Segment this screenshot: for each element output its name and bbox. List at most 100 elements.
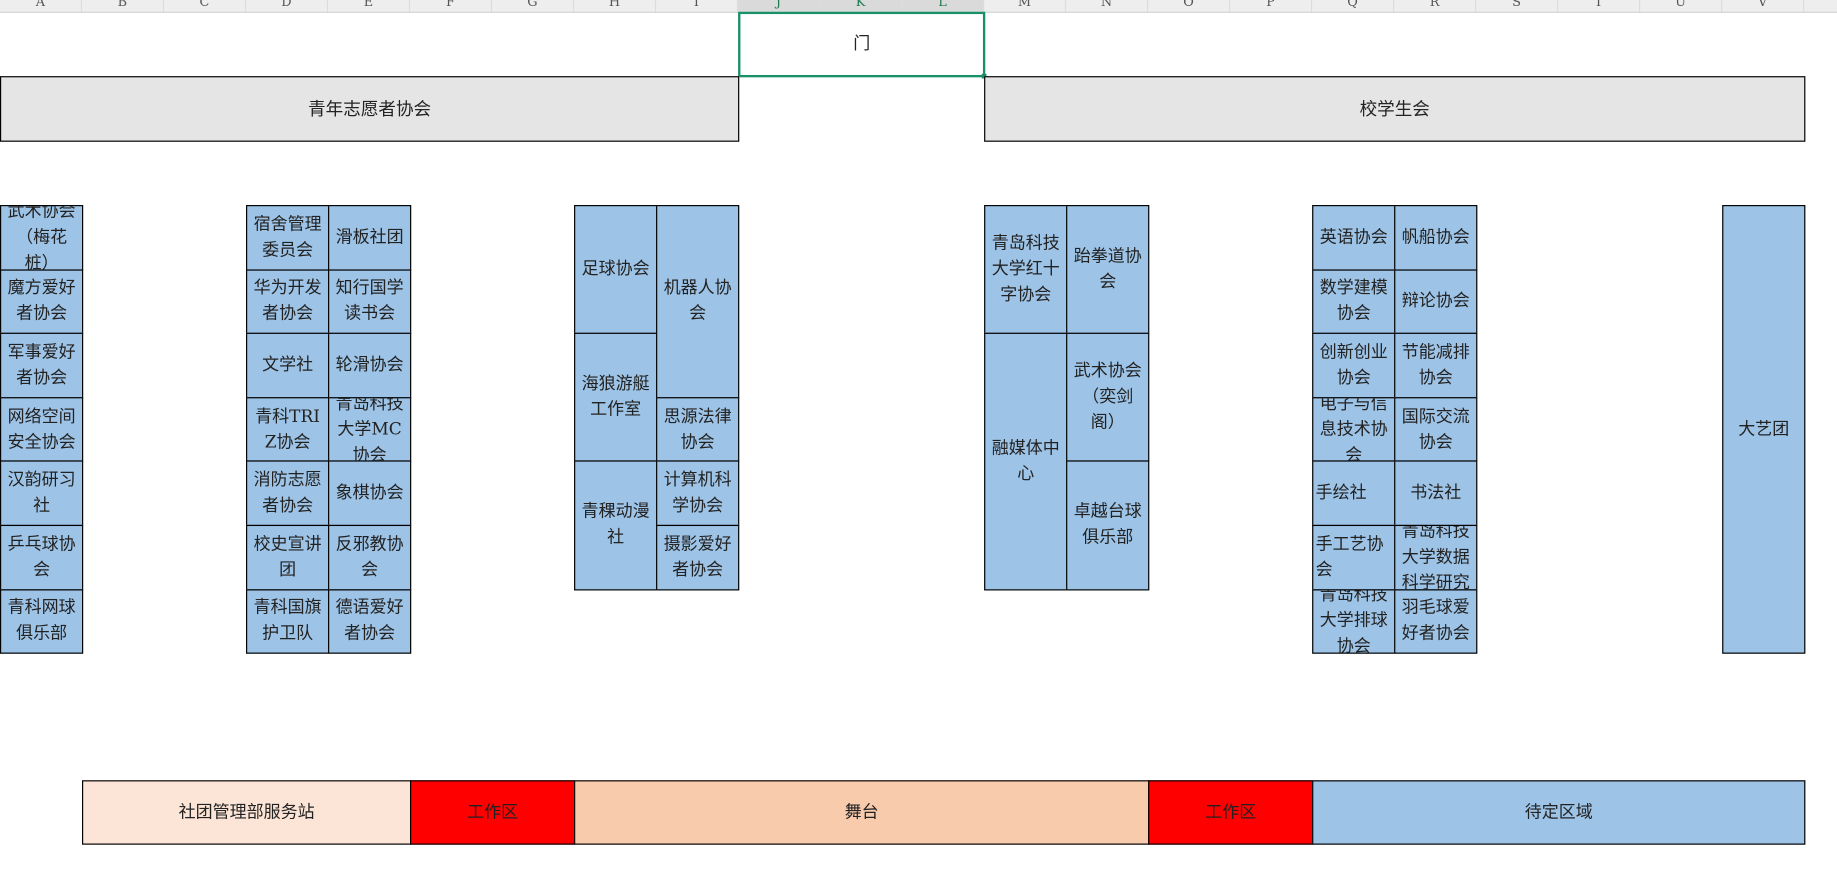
club-cell[interactable]: 机器人协会 [656, 205, 740, 399]
cell-text: 卓越台球俱乐部 [1073, 503, 1142, 548]
club-cell[interactable]: 武术协会（奕剑阁） [1066, 332, 1150, 463]
cell-text: 青科国旗护卫队 [253, 599, 322, 644]
club-cell[interactable]: 汉韵研习社 [0, 460, 84, 527]
club-cell[interactable]: 手工艺协会 [1312, 524, 1396, 590]
column-header-o[interactable]: O [1148, 0, 1231, 12]
club-cell[interactable]: 魔方爱好者协会 [0, 268, 84, 335]
club-cell[interactable]: 滑板社团 [328, 205, 412, 271]
club-cell[interactable]: 文学社 [246, 332, 330, 399]
service-station-cell[interactable]: 社团管理部服务站 [82, 780, 412, 845]
club-cell[interactable]: 书法社 [1394, 460, 1478, 527]
club-cell[interactable]: 足球协会 [574, 205, 658, 335]
column-header-t[interactable]: T [1558, 0, 1641, 12]
column-header-q[interactable]: Q [1312, 0, 1395, 12]
club-cell[interactable]: 军事爱好者协会 [0, 332, 84, 399]
column-header-d[interactable]: D [246, 0, 329, 12]
column-header-h[interactable]: H [574, 0, 657, 12]
club-cell[interactable]: 消防志愿者协会 [246, 460, 330, 527]
cell-text: 青岛科技大学红十字协会 [991, 234, 1060, 305]
club-cell[interactable]: 电子与信息技术协会 [1312, 396, 1396, 463]
club-cell[interactable]: 创新创业协会 [1312, 332, 1396, 399]
banner-student-union[interactable]: 校学生会 [984, 76, 1806, 142]
door-cell[interactable]: 门 [738, 11, 987, 79]
club-cell[interactable]: 德语爱好者协会 [328, 588, 412, 654]
club-cell[interactable]: 校史宣讲团 [246, 524, 330, 590]
club-cell[interactable]: 青稞动漫社 [574, 460, 658, 590]
cell-text: 汉韵研习社 [7, 471, 76, 516]
club-cell[interactable]: 乒乓球协会 [0, 524, 84, 590]
club-cell[interactable]: 国际交流协会 [1394, 396, 1478, 463]
club-cell[interactable]: 青科网球俱乐部 [0, 588, 84, 654]
column-header-j[interactable]: J [738, 0, 821, 12]
work-area-cell[interactable]: 工作区 [410, 780, 576, 845]
club-cell[interactable]: 数学建模协会 [1312, 268, 1396, 335]
club-cell[interactable]: 轮滑协会 [328, 332, 412, 399]
column-header-u[interactable]: U [1640, 0, 1723, 12]
cell-text: 手绘社 [1315, 484, 1367, 503]
club-cell[interactable]: 知行国学读书会 [328, 268, 412, 335]
club-cell[interactable]: 青岛科技大学排球协会 [1312, 588, 1396, 654]
column-header-s[interactable]: S [1476, 0, 1559, 12]
cell-text: 舞台 [844, 803, 879, 822]
club-cell[interactable]: 象棋协会 [328, 460, 412, 527]
club-cell[interactable]: 思源法律协会 [656, 396, 740, 463]
club-cell[interactable]: 手绘社 [1312, 460, 1396, 527]
column-header-k[interactable]: K [820, 0, 903, 12]
column-header-c[interactable]: C [164, 0, 247, 12]
club-cell[interactable]: 青岛科技大学MC协会 [328, 396, 412, 463]
club-cell[interactable]: 帆船协会 [1394, 205, 1478, 271]
column-header-a[interactable]: A [0, 0, 83, 12]
club-cell[interactable]: 跆拳道协会 [1066, 205, 1150, 335]
column-header-m[interactable]: M [984, 0, 1067, 12]
cell-text: 海狼游艇工作室 [581, 375, 650, 420]
club-cell-art-troupe[interactable]: 大艺团 [1722, 205, 1806, 654]
cell-text: 青科网球俱乐部 [7, 599, 76, 644]
column-header-v[interactable]: V [1722, 0, 1805, 12]
column-header-p[interactable]: P [1230, 0, 1313, 12]
cell-text: 青岛科技大学数据科学研究 [1401, 524, 1470, 590]
column-header-f[interactable]: F [410, 0, 493, 12]
cell-text: 军事爱好者协会 [7, 343, 76, 388]
cell-text: 手工艺协会 [1315, 535, 1384, 580]
club-cell[interactable]: 融媒体中心 [984, 332, 1068, 590]
cell-text: 反邪教协会 [335, 535, 404, 580]
pending-area-cell[interactable]: 待定区域 [1312, 780, 1806, 845]
work-area-cell[interactable]: 工作区 [1148, 780, 1314, 845]
club-cell[interactable]: 青科国旗护卫队 [246, 588, 330, 654]
column-header-i[interactable]: I [656, 0, 739, 12]
club-cell[interactable]: 节能减排协会 [1394, 332, 1478, 399]
column-header-n[interactable]: N [1066, 0, 1149, 12]
club-cell[interactable]: 计算机科学协会 [656, 460, 740, 527]
club-cell[interactable]: 青岛科技大学数据科学研究 [1394, 524, 1478, 590]
cell-text: 计算机科学协会 [663, 471, 732, 516]
club-cell[interactable]: 卓越台球俱乐部 [1066, 460, 1150, 590]
club-cell[interactable]: 摄影爱好者协会 [656, 524, 740, 590]
cell-text: 文学社 [262, 356, 314, 375]
club-cell[interactable]: 宿舍管理委员会 [246, 205, 330, 271]
column-header-g[interactable]: G [492, 0, 575, 12]
cell-text: 华为开发者协会 [253, 279, 322, 324]
cell-text: 工作区 [1205, 803, 1257, 822]
banner-youth-volunteers[interactable]: 青年志愿者协会 [0, 76, 740, 142]
column-header-e[interactable]: E [328, 0, 411, 12]
club-cell[interactable]: 辩论协会 [1394, 268, 1478, 335]
club-cell[interactable]: 武术协会（梅花桩） [0, 205, 84, 271]
club-cell[interactable]: 青岛科技大学红十字协会 [984, 205, 1068, 335]
club-cell[interactable]: 反邪教协会 [328, 524, 412, 590]
cell-text: 德语爱好者协会 [335, 599, 404, 644]
cell-text: 武术协会（奕剑阁） [1073, 362, 1142, 433]
cell-text: 大艺团 [1738, 420, 1790, 439]
club-cell[interactable]: 网络空间安全协会 [0, 396, 84, 463]
club-cell[interactable]: 青科TRIZ协会 [246, 396, 330, 463]
club-cell[interactable]: 英语协会 [1312, 205, 1396, 271]
club-cell[interactable]: 海狼游艇工作室 [574, 332, 658, 463]
column-header-l[interactable]: L [902, 0, 985, 12]
club-cell[interactable]: 华为开发者协会 [246, 268, 330, 335]
cell-text: 羽毛球爱好者协会 [1401, 599, 1470, 644]
club-cell[interactable]: 羽毛球爱好者协会 [1394, 588, 1478, 654]
stage-cell[interactable]: 舞台 [574, 780, 1150, 845]
column-header-r[interactable]: R [1394, 0, 1477, 12]
column-header-b[interactable]: B [82, 0, 165, 12]
cell-text: 魔方爱好者协会 [7, 279, 76, 324]
